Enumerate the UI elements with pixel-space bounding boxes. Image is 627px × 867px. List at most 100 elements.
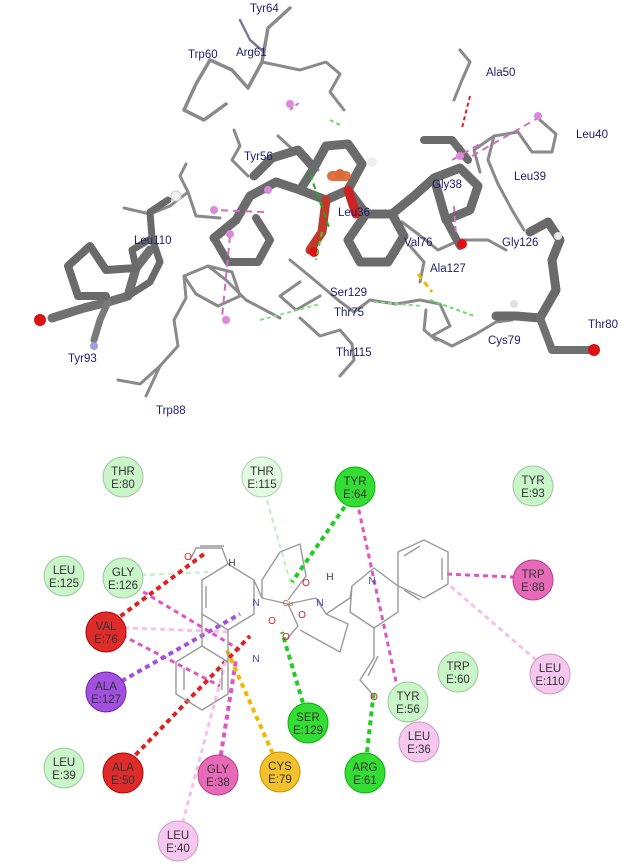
residue-node-circle: [334, 466, 376, 508]
residue-name: LEU: [167, 830, 189, 842]
residue-chain-id: E:36: [407, 744, 431, 756]
residue-node-circle: [157, 820, 199, 862]
residue-node-circle: [398, 721, 440, 763]
atom-o-3: O: [282, 632, 290, 643]
residue-node-circle: [85, 671, 127, 713]
residue-node-circle: [43, 747, 85, 789]
residue-node-circle: [259, 751, 301, 793]
residue-chain-id: E:93: [521, 488, 545, 500]
residue-chain-id: E:110: [535, 676, 564, 688]
residue-name: TYR: [522, 475, 545, 487]
residue-node-circle: [43, 555, 85, 597]
residue-chain-id: E:126: [108, 580, 138, 592]
label-gly38: Gly38: [432, 179, 462, 191]
residue-name: VAL: [96, 621, 117, 633]
quinoline-right-pyridine: [349, 567, 399, 629]
label-thr75: Thr75: [334, 307, 364, 319]
residue-node-circle: [85, 611, 127, 653]
residue-name: THR: [250, 466, 274, 478]
residue-labels: Tyr64 Trp60 Arg61 Ala50 Leu40 Leu39 Tyr5…: [68, 3, 618, 417]
residue-chain-id: E:50: [111, 775, 135, 787]
quinoline-left-benzene: [175, 614, 229, 711]
residue-name: LEU: [53, 565, 75, 577]
3d-binding-pose: Tyr64 Trp60 Arg61 Ala50 Leu40 Leu39 Tyr5…: [34, 3, 618, 417]
3d-interactions: [210, 95, 542, 324]
line-ala127: [105, 612, 241, 692]
2d-interaction-diagram: N N N N H H O O O O O O Cu THRE:80THRE:1…: [43, 456, 571, 862]
label-trp60: Trp60: [188, 49, 218, 61]
residue-chain-id: E:125: [49, 578, 79, 590]
atom-n-left-ring: N: [252, 654, 259, 665]
residue-name: SER: [296, 712, 320, 724]
residue-name: LEU: [408, 731, 430, 743]
highlighted-residues: [34, 190, 600, 356]
residue-node-circle: [287, 702, 329, 744]
quinoline-right-benzene: [397, 539, 449, 599]
line-ser129: [280, 631, 310, 721]
label-arg61: Arg61: [236, 47, 267, 59]
residue-chain-id: E:40: [166, 843, 190, 855]
atom-n-left: N: [252, 598, 259, 609]
atom-o-1: O: [302, 578, 310, 589]
residue-chain-id: E:115: [247, 479, 276, 491]
label-thr80: Thr80: [588, 319, 618, 331]
label-tyr93: Tyr93: [68, 353, 97, 365]
residue-chain-id: E:76: [94, 634, 118, 646]
residue-node-circle: [241, 456, 283, 498]
residue-node-circle: [387, 681, 429, 723]
residue-chain-id: E:60: [446, 674, 470, 686]
label-trp88: Trp88: [156, 405, 186, 417]
label-tyr64: Tyr64: [250, 3, 279, 15]
residue-name: ALA: [112, 762, 134, 774]
residue-name: TYR: [344, 476, 367, 488]
atom-h-right: H: [326, 572, 333, 583]
residue-chain-id: E:80: [111, 479, 135, 491]
residue-node-circle: [197, 754, 239, 796]
residue-chain-id: E:64: [343, 489, 367, 501]
line-ala50: [121, 634, 252, 770]
residue-node-circle: [102, 752, 144, 794]
residue-node-circle: [344, 752, 386, 794]
line-gly38: [216, 659, 238, 774]
residue-name: GLY: [207, 764, 229, 776]
residue-name: CYS: [268, 761, 292, 773]
residue-chain-id: E:61: [353, 775, 377, 787]
residue-chain-id: E:56: [396, 704, 420, 716]
line-thr115: [261, 482, 293, 589]
residue-name: THR: [111, 466, 135, 478]
label-leu40: Leu40: [576, 129, 608, 141]
label-gly126: Gly126: [502, 237, 538, 249]
line-leu110: [447, 582, 551, 674]
label-ala127: Ala127: [430, 263, 466, 275]
residue-node-circle: [512, 559, 554, 601]
line-trp88: [445, 572, 534, 580]
residue-node-circle: [512, 465, 554, 507]
line-leu40: [176, 659, 228, 841]
residue-chain-id: E:129: [293, 725, 323, 737]
label-leu39: Leu39: [514, 171, 546, 183]
label-val76: Val76: [404, 237, 433, 249]
residue-wireframes: [116, 6, 558, 398]
atom-o-aldehyde-left: O: [184, 552, 192, 563]
label-ala50: Ala50: [486, 67, 515, 79]
residue-chain-id: E:39: [52, 770, 76, 782]
label-leu110: Leu110: [134, 235, 172, 247]
label-cys79: Cys79: [488, 335, 521, 347]
residue-chain-id: E:88: [521, 582, 545, 594]
atom-cu: Cu: [283, 599, 293, 608]
